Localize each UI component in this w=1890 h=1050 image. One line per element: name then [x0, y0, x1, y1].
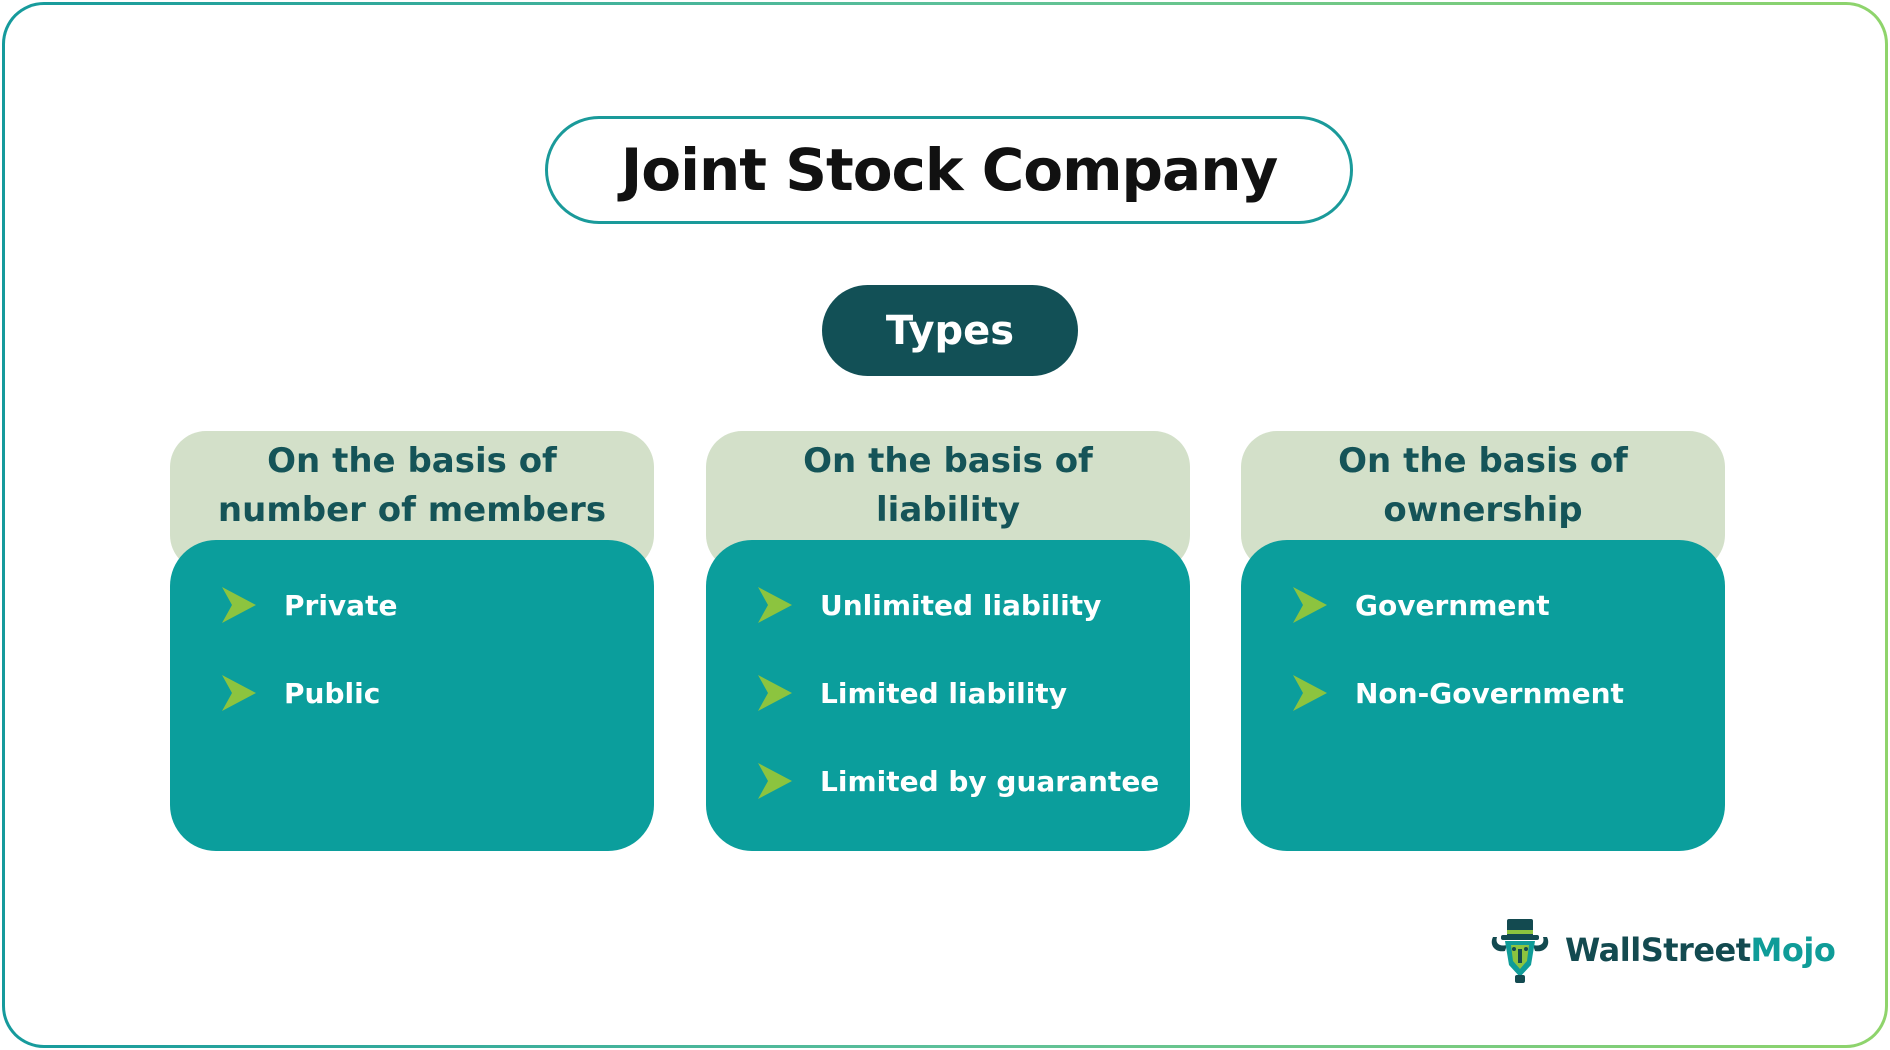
list-item: Non-Government: [1293, 671, 1624, 715]
types-box: Types: [822, 285, 1078, 376]
list-item: Unlimited liability: [758, 583, 1101, 627]
list-item-label: Limited by guarantee: [820, 764, 1160, 798]
types-label: Types: [885, 307, 1015, 354]
chevron-right-icon: [1293, 675, 1327, 711]
column-heading-line1: On the basis of: [803, 441, 1093, 481]
list-item-label: Non-Government: [1355, 676, 1624, 710]
column-heading-line1: On the basis of: [1338, 441, 1628, 481]
column-heading-line1: On the basis of: [267, 441, 557, 481]
title-box: Joint Stock Company: [545, 116, 1353, 224]
bull-icon: [1491, 919, 1549, 983]
column-ownership: On the basis of ownership Government Non…: [1241, 431, 1725, 851]
logo-text-part2: Mojo: [1750, 931, 1836, 969]
list-item: Government: [1293, 583, 1550, 627]
list-item-label: Unlimited liability: [820, 588, 1102, 622]
column-heading: On the basis of liability: [706, 437, 1190, 535]
column-liability: On the basis of liability Unlimited liab…: [706, 431, 1190, 851]
diagram-canvas: Joint Stock Company Types On the basis o…: [5, 5, 1885, 1045]
column-heading-line2: ownership: [1383, 490, 1583, 530]
column-heading: On the basis of number of members: [170, 437, 654, 535]
brand-logo: WallStreetMojo: [1485, 915, 1836, 985]
list-item-label: Limited liability: [820, 676, 1067, 710]
column-body: Government Non-Government: [1241, 540, 1725, 851]
logo-wordmark: WallStreetMojo: [1565, 931, 1836, 969]
column-body: Unlimited liability Limited liability Li…: [706, 540, 1190, 851]
chevron-right-icon: [222, 675, 256, 711]
chevron-right-icon: [758, 675, 792, 711]
chevron-right-icon: [1293, 587, 1327, 623]
chevron-right-icon: [758, 587, 792, 623]
column-members: On the basis of number of members Privat…: [170, 431, 654, 851]
list-item: Limited liability: [758, 671, 1067, 715]
chevron-right-icon: [758, 763, 792, 799]
list-item-label: Government: [1355, 588, 1550, 622]
logo-text-part1: WallStreet: [1565, 931, 1751, 969]
column-body: Private Public: [170, 540, 654, 851]
list-item-label: Public: [284, 676, 381, 710]
diagram-title: Joint Stock Company: [620, 136, 1279, 204]
list-item: Limited by guarantee: [758, 759, 1159, 803]
column-heading: On the basis of ownership: [1241, 437, 1725, 535]
column-heading-line2: number of members: [217, 490, 607, 530]
chevron-right-icon: [222, 587, 256, 623]
column-heading-line2: liability: [876, 490, 1020, 530]
list-item: Public: [222, 671, 380, 715]
list-item-label: Private: [284, 588, 398, 622]
list-item: Private: [222, 583, 397, 627]
